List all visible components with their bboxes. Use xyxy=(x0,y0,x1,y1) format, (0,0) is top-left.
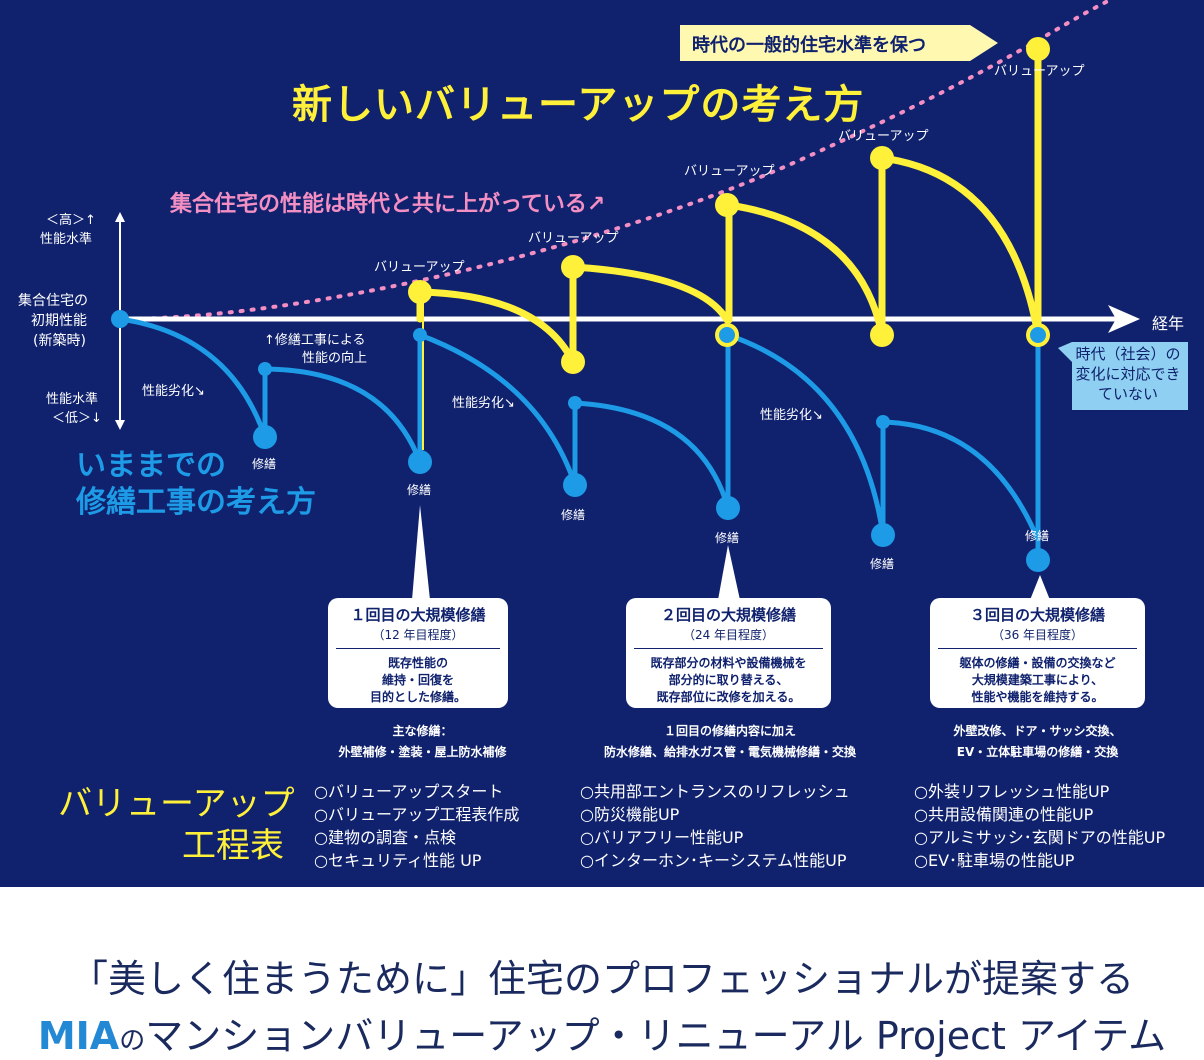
major-repair-notes-3: 外壁改修、ドア・サッシ交換、 EV・立体駐車場の修繕・交換 xyxy=(953,724,1122,759)
process-item: ○インターホン･キーシステム性能UP xyxy=(580,851,847,870)
repair-label-4: 修繕 xyxy=(715,531,740,545)
initial-perf-1: 集合住宅の xyxy=(18,293,88,309)
y-high-label: 性能水準 xyxy=(40,232,93,247)
process-column-3: ○外装リフレッシュ性能UP ○共用設備関連の性能UP ○アルミサッシ･玄関ドアの… xyxy=(914,780,1165,872)
diagram-panel xyxy=(0,0,1204,887)
new-approach-title: 新しいバリューアップの考え方 xyxy=(292,82,865,128)
value-up-curves xyxy=(416,45,1042,366)
brand-logo: MIA xyxy=(37,1014,120,1058)
x-axis-arrow xyxy=(1108,305,1140,333)
major-repair-notes-2: １回目の修繕内容に加え 防水修繕、給排水ガス管・電気機械修繕・交換 xyxy=(603,724,856,759)
major-repair-box-2: ２回目の大規模修繕 （24 年目程度） 既存部分の材料や設備機械を 部分的に取り… xyxy=(626,598,831,708)
repair-curves xyxy=(117,316,1041,563)
process-title: バリューアップ 工程表 xyxy=(58,784,295,866)
process-item: ○アルミサッシ･玄関ドアの性能UP xyxy=(914,828,1166,847)
y-high-mark: ＜高＞↑ xyxy=(46,213,96,228)
footer-tagline: 「美しく住まうために」住宅のプロフェッショナルが提案する xyxy=(69,957,1134,1001)
process-item: ○バリューアップスタート xyxy=(314,782,504,801)
process-item: ○セキュリティ性能 UP xyxy=(314,851,482,870)
initial-perf-2: 初期性能 xyxy=(31,313,87,329)
value-up-diagram xyxy=(111,0,1140,600)
major-repair-box-1: １回目の大規模修繕 （12 年目程度） 既存性能の 維持・回復を 目的とした修繕… xyxy=(328,598,508,708)
process-item: ○外装リフレッシュ性能UP xyxy=(914,782,1110,801)
improvement-label-2: 性能の向上 xyxy=(302,351,368,366)
process-item: ○防災機能UP xyxy=(580,805,680,824)
y-axis-arrow-down xyxy=(115,420,125,430)
y-low-mark: ＜低＞↓ xyxy=(52,411,102,426)
y-axis-arrow-up xyxy=(115,212,125,222)
process-item: ○バリアフリー性能UP xyxy=(580,828,744,847)
value-up-label-1: バリューアップ xyxy=(374,260,465,275)
process-item: ○EV･駐車場の性能UP xyxy=(914,851,1075,870)
standard-label: 時代の一般的住宅水準を保つ xyxy=(680,25,1000,61)
degradation-label-1: 性能劣化↘ xyxy=(142,384,205,399)
callout-pointers xyxy=(412,505,1050,600)
repair-label-6: 修繕 xyxy=(1025,529,1050,543)
major-repair-notes-1: 主な修繕： 外壁補修・塗装・屋上防水補修 xyxy=(338,724,507,759)
y-low-label: 性能水準 xyxy=(46,392,99,407)
gap-callout: 時代（社会）の変化に対応できていない xyxy=(1058,342,1188,410)
trend-label: 集合住宅の性能は時代と共に上がっている↗ xyxy=(170,192,606,217)
process-item: ○共用設備関連の性能UP xyxy=(914,805,1094,824)
value-up-label-2: バリューアップ xyxy=(528,231,619,246)
process-item: ○建物の調査・点検 xyxy=(314,828,456,847)
process-column-2: ○共用部エントランスのリフレッシュ ○防災機能UP ○バリアフリー性能UP ○イ… xyxy=(580,780,850,872)
footer-project: MIAのマンションバリューアップ・リニューアル Project アイテム xyxy=(37,1014,1167,1058)
major-repair-box-3: ３回目の大規模修繕 （36 年目程度） 躯体の修繕・設備の交換など 大規模建築工… xyxy=(930,598,1145,708)
value-up-label-5: バリューアップ xyxy=(994,64,1085,79)
degradation-label-2: 性能劣化↘ xyxy=(452,396,515,411)
x-axis-label: 経年 xyxy=(1152,314,1185,333)
degradation-label-3: 性能劣化↘ xyxy=(760,408,823,423)
process-column-1: ○バリューアップスタート ○バリューアップ工程表作成 ○建物の調査・点検 ○セキ… xyxy=(314,780,519,872)
value-up-label-3: バリューアップ xyxy=(684,164,775,179)
repair-dots xyxy=(111,310,1050,572)
old-approach-title: いままでの 修繕工事の考え方 xyxy=(76,448,316,520)
initial-perf-3: (新築時) xyxy=(33,333,86,349)
improvement-label-1: ↑修繕工事による xyxy=(264,333,366,348)
value-up-dots xyxy=(408,37,1050,374)
process-item: ○バリューアップ工程表作成 xyxy=(314,805,520,824)
repair-label-3: 修繕 xyxy=(561,508,586,522)
process-item: ○共用部エントランスのリフレッシュ xyxy=(580,782,850,801)
repair-label-1: 修繕 xyxy=(252,457,277,471)
value-up-label-4: バリューアップ xyxy=(838,129,929,144)
repair-label-5: 修繕 xyxy=(870,557,895,571)
repair-label-2: 修繕 xyxy=(407,483,432,497)
